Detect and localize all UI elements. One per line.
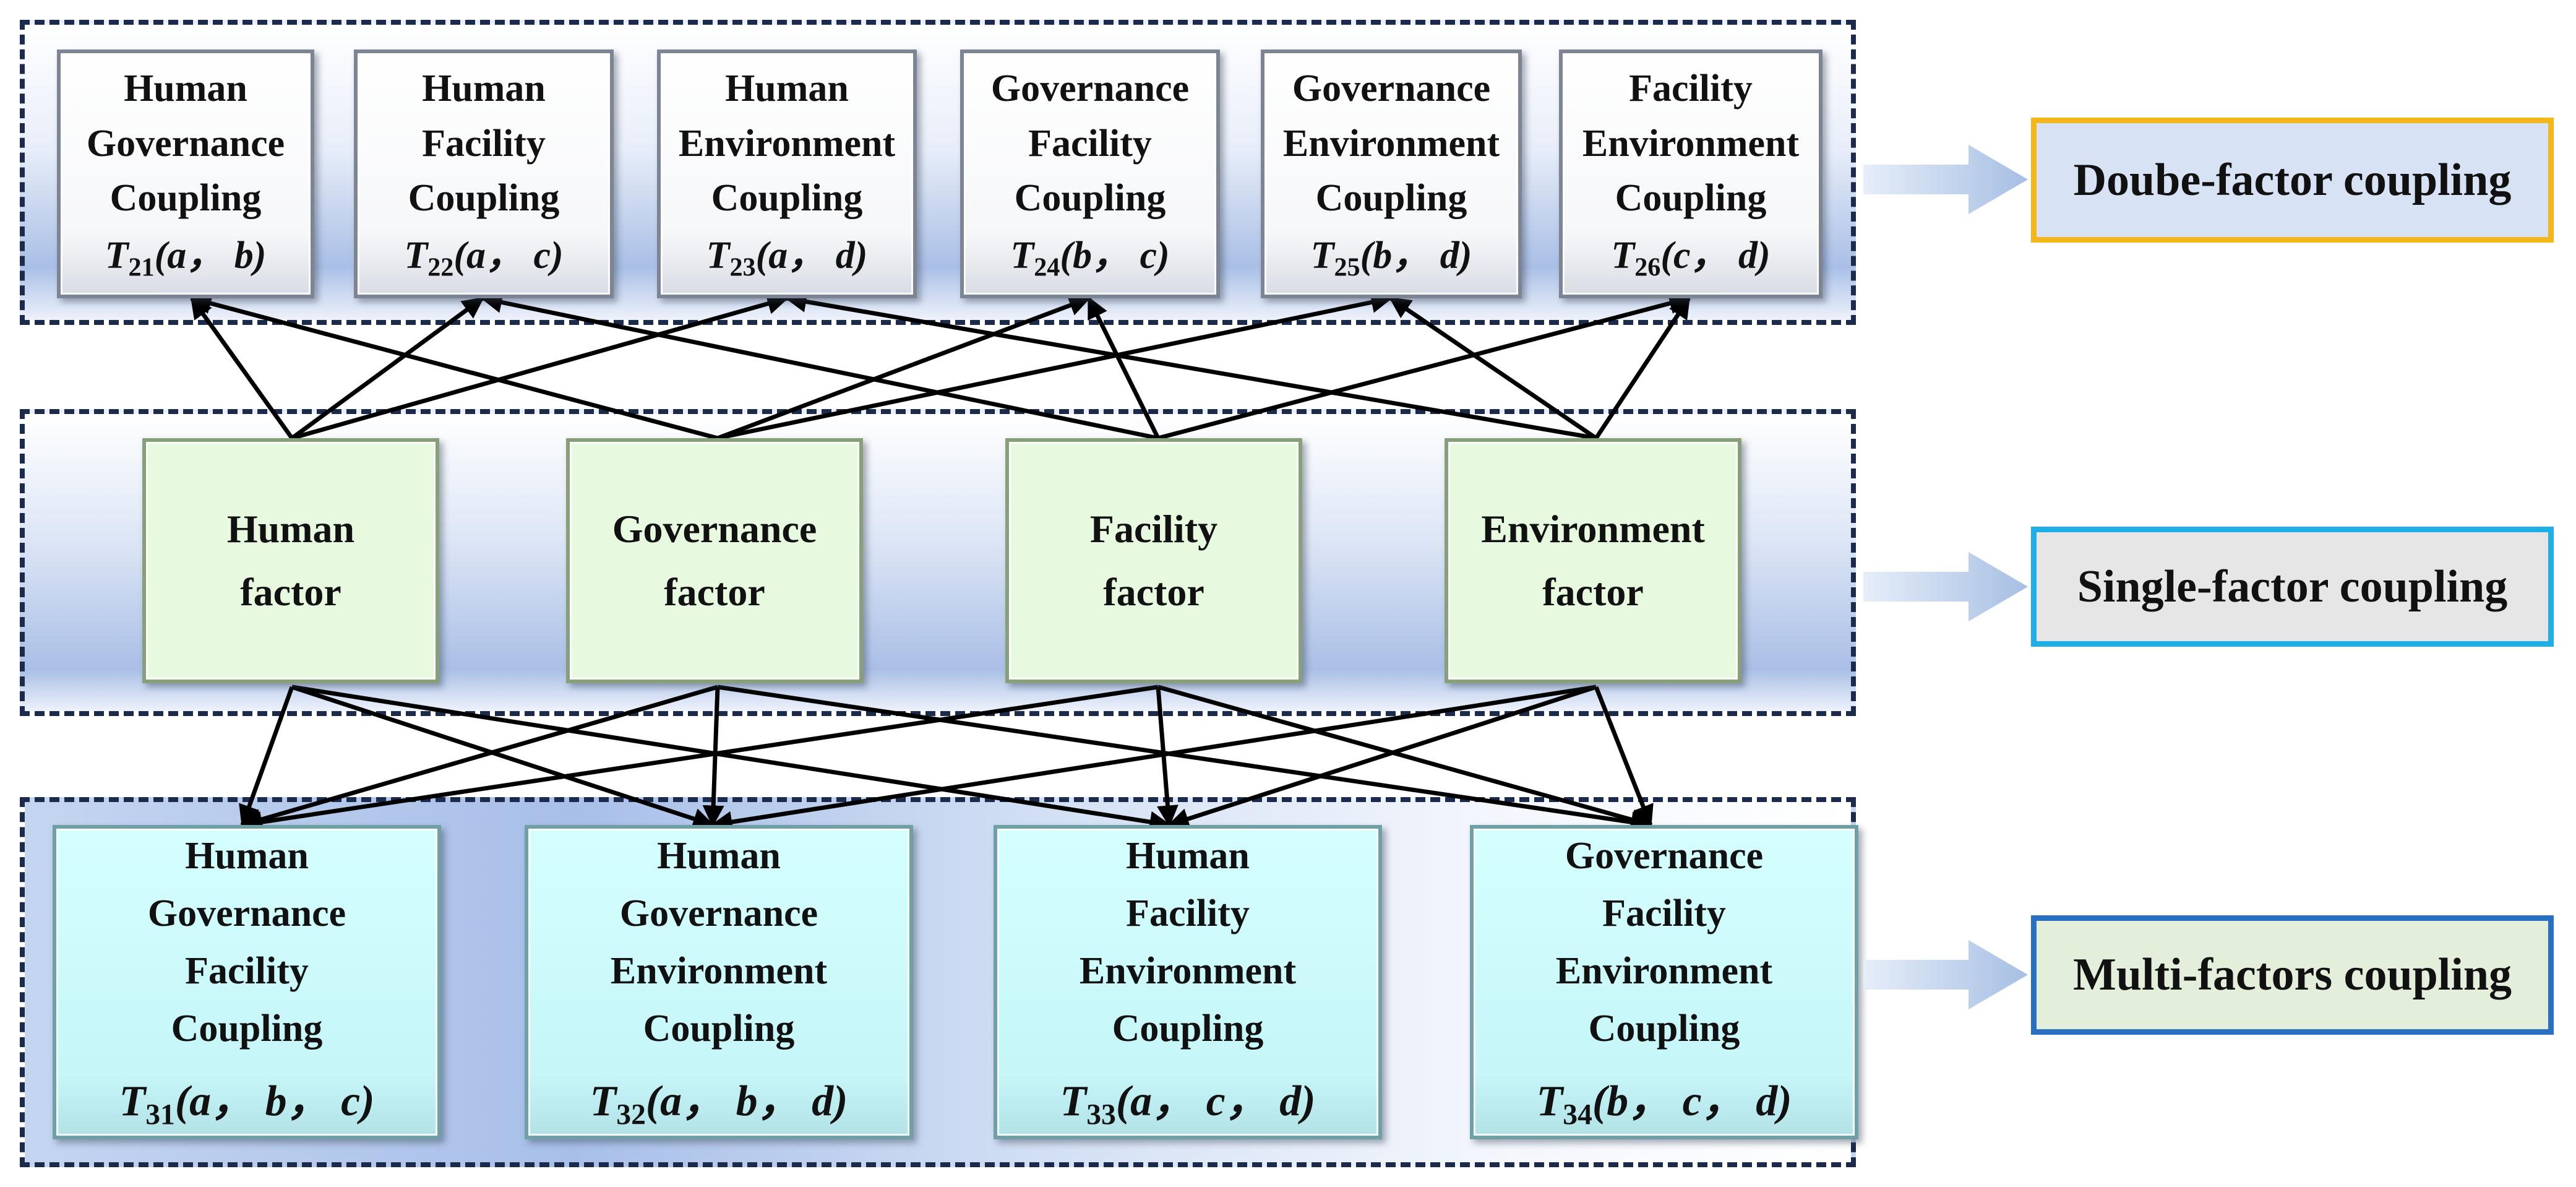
box-line: Coupling (1112, 1007, 1264, 1050)
double-factor-box-t23: Human Environment Coupling T23(a， d) (657, 50, 917, 298)
multi-factor-box-t31: Human Governance Facility Coupling T31(a… (53, 825, 441, 1139)
box-line: Coupling (1014, 177, 1166, 220)
box-line: Facility (1602, 892, 1726, 934)
box-line: Facility (1126, 892, 1250, 934)
box-line: Coupling (643, 1007, 795, 1050)
box-line: Human (185, 834, 309, 877)
double-factor-box-t26: Facility Environment Coupling T26(c， d) (1559, 50, 1823, 298)
arrow-single-to-multi (291, 684, 1172, 833)
box-line: Governance (1565, 834, 1764, 877)
double-factor-tier (20, 20, 1856, 325)
box-line: Coupling (1588, 1007, 1740, 1050)
double-factor-box-t24: Governance Facility Coupling T24(b， c) (960, 50, 1220, 298)
box-line: Governance (147, 892, 346, 934)
arrow-single-to-multi (1157, 684, 1653, 831)
box-line: Facility (1089, 506, 1218, 551)
coupling-formula: T25(b， d) (1310, 235, 1472, 282)
arrow-single-to-double (716, 295, 1091, 441)
arrow-single-to-double (1594, 296, 1691, 439)
arrow-single-to-double (291, 293, 789, 441)
arrow-single-to-multi (717, 684, 1653, 833)
single-factor-box-governance: Governance factor (566, 438, 863, 683)
arrow-single-to-double (1157, 293, 1691, 441)
arrow-single-to-double (190, 296, 294, 440)
coupling-formula: T26(c， d) (1611, 235, 1771, 282)
single-factor-box-human: Human factor (142, 438, 439, 683)
box-line: factor (664, 570, 765, 614)
arrow-single-to-multi (702, 686, 724, 827)
box-line: Coupling (171, 1007, 323, 1050)
double-factor-level-label: Doube-factor coupling (2031, 118, 2554, 243)
coupling-formula: T23(a， d) (706, 235, 868, 282)
double-factor-box-t21: Human Governance Coupling T21(a， b) (57, 50, 314, 298)
right-arrow-icon (1863, 145, 2028, 214)
box-line: Human (1126, 834, 1250, 877)
box-line: Facility (1028, 122, 1152, 165)
coupling-formula: T21(a， b) (105, 235, 267, 282)
box-line: Coupling (1315, 177, 1467, 220)
coupling-formula: T34(b， c， d) (1536, 1077, 1792, 1131)
arrow-single-to-multi (240, 684, 718, 831)
double-factor-box-t25: Governance Environment Coupling T25(b， d… (1261, 50, 1522, 298)
coupling-formula: T31(a， b， c) (119, 1077, 375, 1131)
arrow-single-to-multi (239, 686, 294, 827)
box-line: Governance (619, 892, 818, 934)
box-line: Governance (1292, 67, 1491, 110)
box-line: Governance (86, 122, 285, 165)
arrow-single-to-double (480, 291, 1159, 441)
arrow-single-to-double (1086, 296, 1161, 439)
box-line: Environment (610, 949, 828, 992)
arrow-single-to-multi (1167, 684, 1597, 829)
coupling-formula: T22(a， c) (404, 235, 564, 282)
box-line: Human (725, 67, 849, 110)
box-line: Environment (1555, 949, 1773, 992)
box-line: Facility (422, 122, 546, 165)
box-line: factor (1103, 570, 1204, 614)
box-line: Coupling (408, 177, 560, 220)
box-line: Human (422, 67, 546, 110)
multi-factor-box-t34: Governance Facility Environment Coupling… (1470, 825, 1858, 1139)
arrow-single-to-multi (291, 684, 715, 829)
box-line: Environment (1582, 122, 1800, 165)
box-line: Coupling (1615, 177, 1767, 220)
arrow-single-to-double (784, 291, 1597, 441)
box-line: Human (124, 67, 247, 110)
box-line: Governance (612, 506, 817, 551)
double-factor-box-t22: Human Facility Coupling T22(a， c) (354, 50, 614, 298)
box-line: Environment (1481, 506, 1705, 551)
arrow-single-to-multi (710, 684, 1597, 833)
box-line: Human (226, 506, 355, 551)
coupling-formula: T24(b， c) (1010, 235, 1170, 282)
box-line: Coupling (109, 177, 262, 220)
arrow-single-to-double (290, 296, 484, 440)
box-line: Facility (185, 949, 309, 992)
box-line: factor (240, 570, 341, 614)
coupling-formula: T32(a， b， d) (590, 1077, 848, 1131)
box-line: Human (657, 834, 781, 877)
single-factor-box-environment: Environment factor (1445, 438, 1741, 683)
single-factor-level-label: Single-factor coupling (2031, 527, 2554, 647)
box-line: factor (1542, 570, 1644, 614)
box-line: Environment (678, 122, 896, 165)
box-line: Facility (1629, 67, 1753, 110)
box-line: Governance (990, 67, 1190, 110)
multi-factor-box-t32: Human Governance Environment Coupling T3… (525, 825, 913, 1139)
multi-factor-level-label: Multi-factors coupling (2031, 915, 2554, 1035)
coupling-formula: T33(a， c， d) (1060, 1077, 1316, 1131)
box-line: Coupling (711, 177, 863, 220)
box-line: Environment (1079, 949, 1297, 992)
right-arrow-icon (1863, 940, 2028, 1009)
box-line: Environment (1282, 122, 1500, 165)
arrow-single-to-multi (1594, 686, 1654, 827)
multi-factor-box-t33: Human Facility Environment Coupling T33(… (994, 825, 1382, 1139)
arrow-single-to-multi (240, 684, 1159, 833)
arrow-single-to-double (1389, 296, 1597, 440)
right-arrow-icon (1863, 552, 2028, 621)
arrow-single-to-double (717, 291, 1393, 441)
single-factor-box-facility: Facility factor (1005, 438, 1302, 683)
arrow-single-to-double (189, 293, 718, 441)
